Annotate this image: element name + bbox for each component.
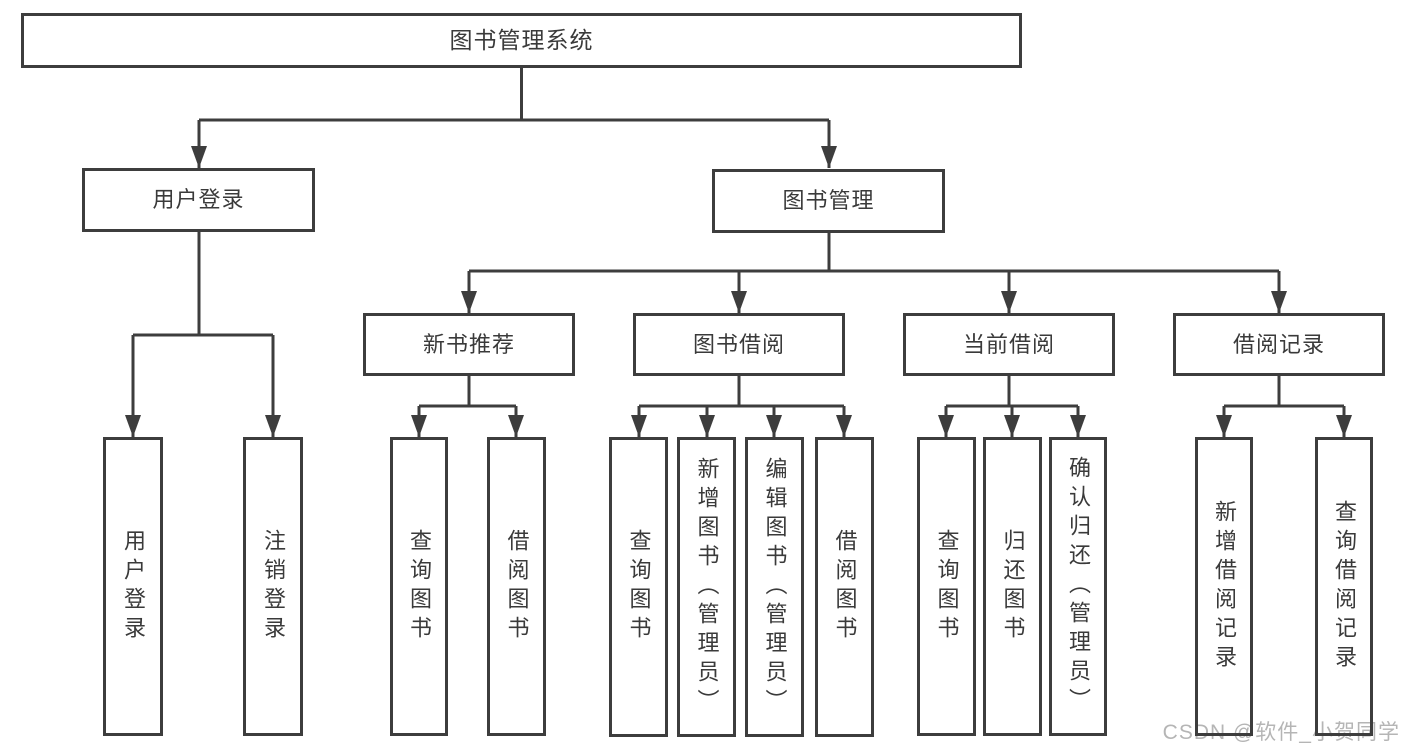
leaf-borrow-books: 借阅图书 xyxy=(815,437,874,737)
leaf-search-books-current: 查询图书 xyxy=(917,437,976,736)
node-label: 借阅图书 xyxy=(832,529,858,645)
leaf-search-books-borrow: 查询图书 xyxy=(609,437,668,737)
leaf-add-books-admin: 新增图书（管理员） xyxy=(677,437,736,737)
leaf-edit-books-admin: 编辑图书（管理员） xyxy=(745,437,804,737)
leaf-add-borrow-record: 新增借阅记录 xyxy=(1195,437,1253,736)
leaf-return-books: 归还图书 xyxy=(983,437,1042,736)
node-label: 借阅记录 xyxy=(1232,331,1325,357)
node-current-borrowing: 当前借阅 xyxy=(903,313,1115,376)
node-label: 查询图书 xyxy=(626,529,652,645)
node-label: 注销登录 xyxy=(261,528,286,645)
node-book-borrowing: 图书借阅 xyxy=(633,313,845,376)
node-library-system: 图书管理系统 xyxy=(21,13,1022,68)
node-label: 图书管理系统 xyxy=(449,27,594,53)
node-new-book-recommendation: 新书推荐 xyxy=(363,313,575,376)
watermark: CSDN @软件_小贺同学 xyxy=(1162,721,1400,744)
leaf-confirm-return-admin: 确认归还（管理员） xyxy=(1049,437,1107,736)
node-book-management: 图书管理 xyxy=(712,169,945,233)
leaf-borrow-books-recommend: 借阅图书 xyxy=(487,437,546,736)
node-label: 图书管理 xyxy=(782,188,875,213)
node-label: 查询图书 xyxy=(407,528,432,645)
leaf-search-books-recommend: 查询图书 xyxy=(390,437,448,736)
node-label: 确认归还（管理员） xyxy=(1066,456,1091,717)
node-label: 新增借阅记录 xyxy=(1212,499,1237,674)
node-user-login: 用户登录 xyxy=(82,168,315,232)
node-label: 图书借阅 xyxy=(692,331,785,357)
node-label: 查询借阅记录 xyxy=(1332,499,1357,674)
leaf-user-login: 用户登录 xyxy=(103,437,163,736)
node-label: 新书推荐 xyxy=(422,331,515,357)
node-label: 编辑图书（管理员） xyxy=(762,456,788,718)
node-label: 新增图书（管理员） xyxy=(694,456,720,718)
node-label: 用户登录 xyxy=(121,528,146,645)
node-label: 归还图书 xyxy=(1000,528,1026,645)
node-label: 用户登录 xyxy=(152,187,245,212)
node-borrowing-records: 借阅记录 xyxy=(1173,313,1385,376)
node-label: 当前借阅 xyxy=(962,331,1055,357)
leaf-search-borrow-record: 查询借阅记录 xyxy=(1315,437,1373,736)
node-label: 借阅图书 xyxy=(504,528,530,645)
node-label: 查询图书 xyxy=(934,528,960,645)
leaf-logout: 注销登录 xyxy=(243,437,303,736)
